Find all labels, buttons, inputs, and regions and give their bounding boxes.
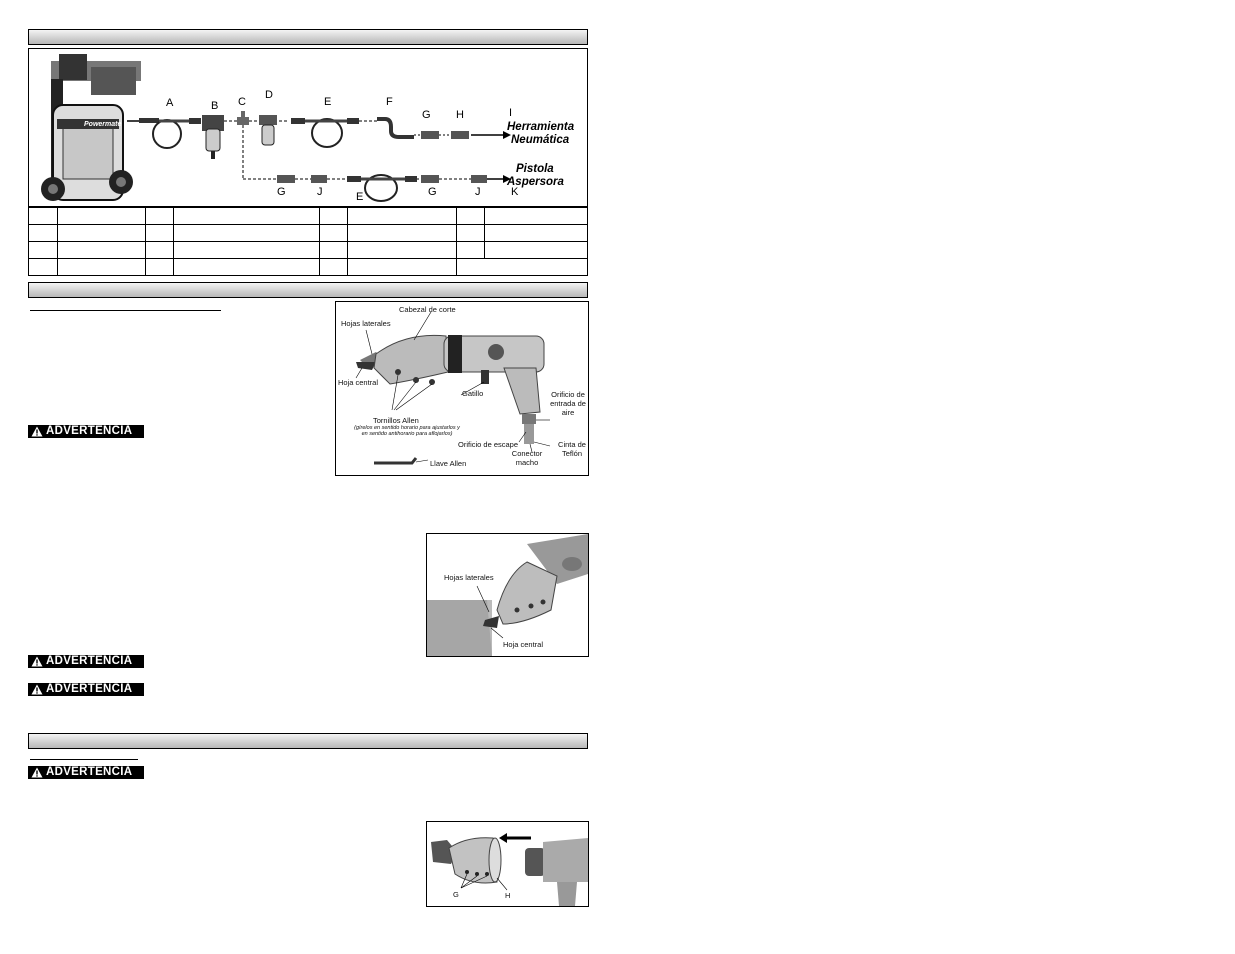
table-row	[28, 241, 588, 259]
label-allen-screws: Tornillos Allen	[373, 416, 419, 425]
section-header-bar-3	[28, 733, 588, 749]
warning-label-4: ADVERTENCIA	[28, 766, 144, 779]
subheading-underline-1	[30, 310, 221, 311]
diagram-letter-j-bottom-1: J	[317, 186, 323, 198]
table-row	[28, 207, 588, 225]
diagram-letter-g-bottom-1: G	[277, 186, 286, 198]
warning-triangle-icon	[31, 656, 43, 667]
diagram-letter-d: D	[265, 89, 273, 101]
warning-text: ADVERTENCIA	[46, 683, 133, 695]
cutting-figure: Hojas laterales Hoja central	[426, 533, 589, 657]
air-system-illustration: Powermate	[41, 54, 511, 202]
table-row	[28, 224, 588, 242]
pneumatic-tool-label-line2: Neumática	[511, 134, 570, 146]
diagram-letter-k: K	[511, 186, 519, 198]
label-head-g: G	[453, 890, 459, 899]
table-row	[28, 258, 588, 276]
label-allen-key: Llave Allen	[430, 459, 467, 468]
diagram-letter-g-bottom-2: G	[428, 186, 437, 198]
diagram-letter-h: H	[456, 109, 464, 121]
spray-gun-label-line2: Aspersora	[507, 176, 564, 188]
label-air-inlet: Orificio de entrada de aire	[550, 390, 586, 417]
label-cutting-head: Cabezal de corte	[399, 305, 456, 314]
air-system-diagram: Powermate	[28, 48, 588, 207]
head-removal-illustration	[431, 833, 588, 906]
warning-label-1: ADVERTENCIA	[28, 425, 144, 438]
warning-label-3: ADVERTENCIA	[28, 683, 144, 696]
warning-triangle-icon	[31, 426, 43, 437]
warning-text: ADVERTENCIA	[46, 766, 133, 778]
label-side-blades: Hojas laterales	[341, 319, 391, 328]
label-head-h: H	[505, 891, 511, 900]
pneumatic-tool-label-line1: Herramienta	[507, 121, 575, 133]
head-removal-figure: G H	[426, 821, 589, 907]
parts-table	[28, 207, 588, 276]
label-allen-note: (gírelos en sentido horario para ajustar…	[354, 425, 460, 437]
label-trigger: Gatillo	[462, 389, 484, 398]
diagram-letter-a: A	[166, 97, 174, 109]
label-male-connector: Conector macho	[511, 449, 543, 467]
label-center-blade: Hoja central	[338, 378, 379, 387]
diagram-letter-c: C	[238, 96, 246, 108]
diagram-letter-g: G	[422, 109, 431, 121]
warning-triangle-icon	[31, 767, 43, 778]
diagram-letter-f: F	[386, 96, 393, 108]
diagram-letter-i: I	[509, 107, 513, 119]
warning-label-2: ADVERTENCIA	[28, 655, 144, 668]
label-exhaust: Orificio de escape	[458, 440, 519, 449]
shear-figure: Cabezal de corte Hojas laterales Hoja ce…	[335, 301, 589, 476]
compressor-brand: Powermate	[84, 121, 121, 128]
label-cut-center-blade: Hoja central	[503, 640, 544, 649]
cutting-illustration	[427, 534, 588, 656]
diagram-letter-e: E	[324, 96, 332, 108]
subheading-underline-2	[30, 759, 138, 760]
diagram-letter-j-bottom-2: J	[475, 186, 481, 198]
spray-gun-label-line1: Pistola	[516, 163, 554, 175]
section-header-bar-2	[28, 282, 588, 298]
compressor-image	[41, 54, 141, 201]
diagram-letter-b: B	[211, 100, 219, 112]
section-header-bar-1	[28, 29, 588, 45]
shear-illustration	[355, 311, 551, 465]
warning-text: ADVERTENCIA	[46, 655, 133, 667]
label-teflon-tape: Cinta de Teflón	[558, 440, 586, 458]
warning-text: ADVERTENCIA	[46, 425, 133, 437]
diagram-letter-e-bottom: E	[356, 191, 364, 203]
warning-triangle-icon	[31, 684, 43, 695]
label-cut-side-blades: Hojas laterales	[444, 573, 494, 582]
